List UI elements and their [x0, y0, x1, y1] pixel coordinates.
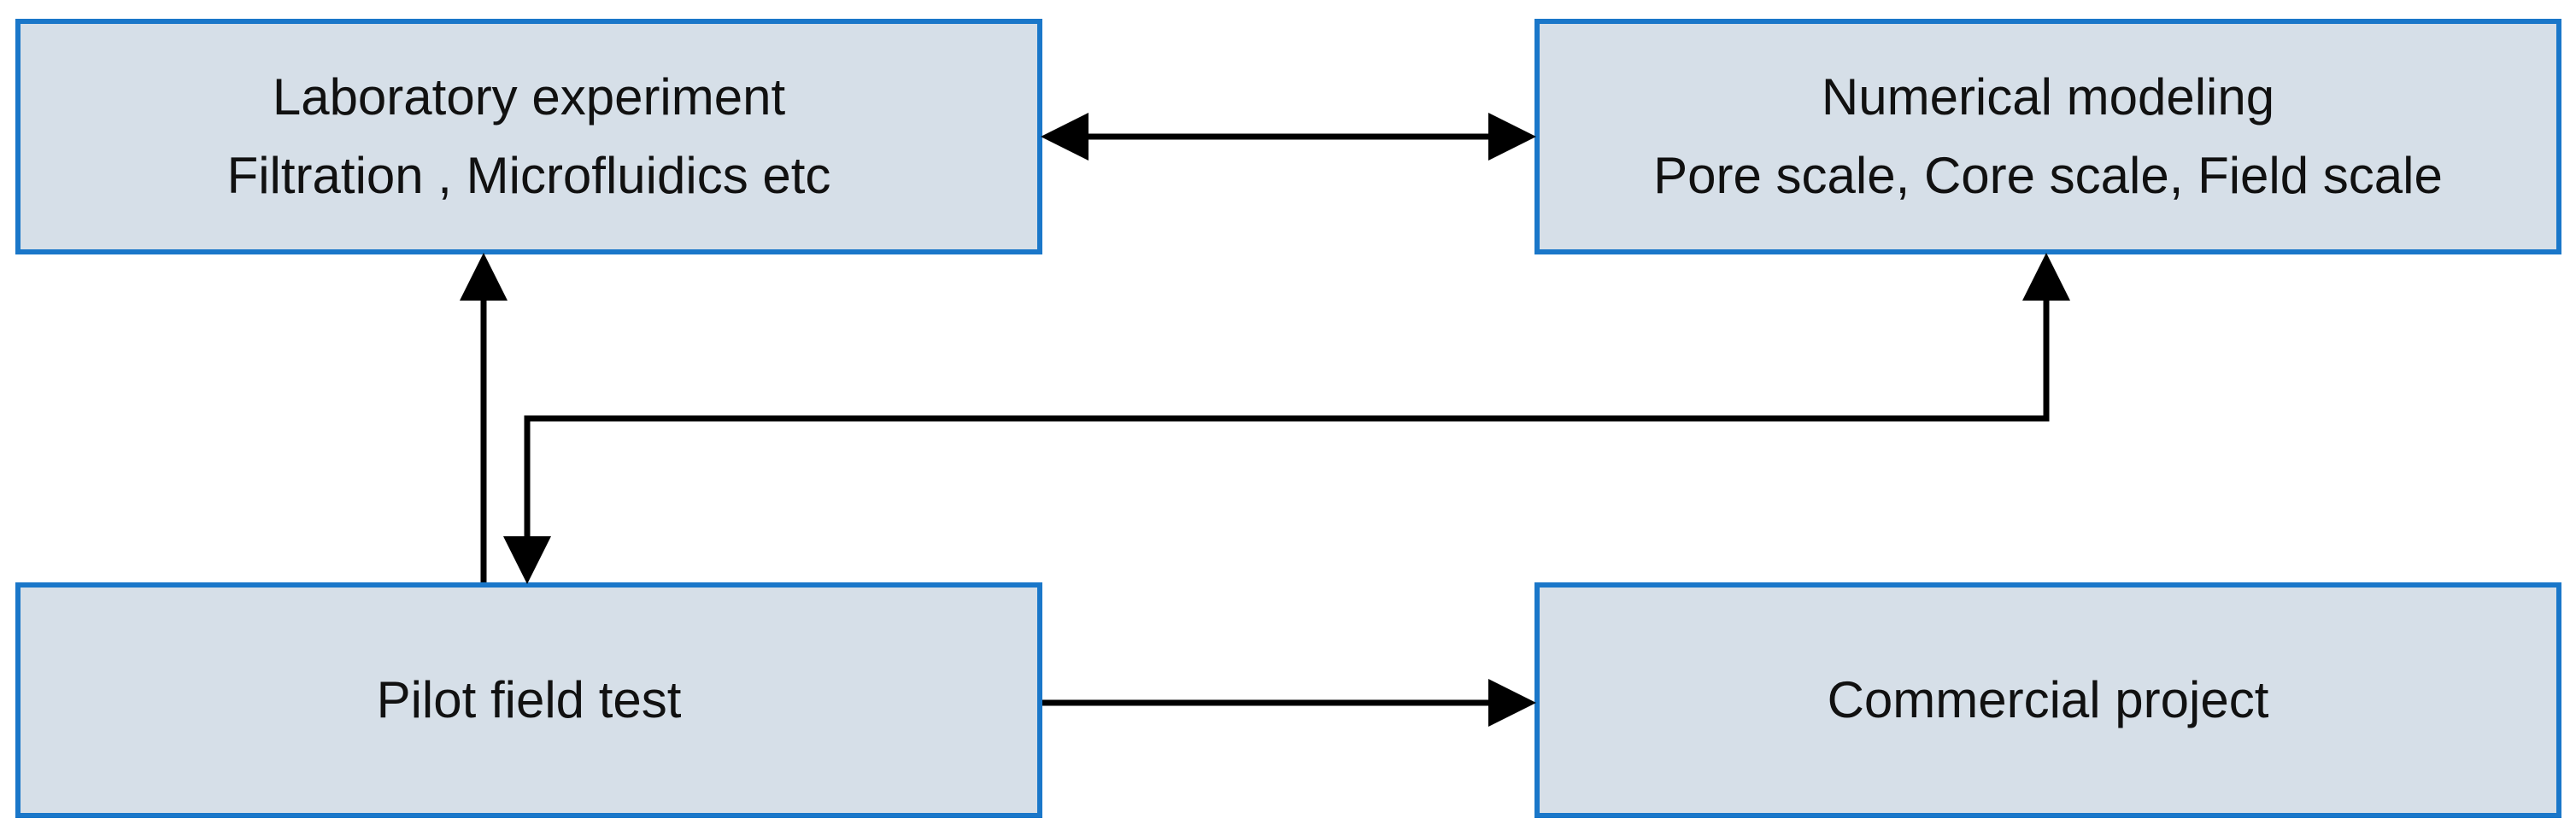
numerical-modeling-box: Numerical modeling Pore scale, Core scal…	[1534, 19, 2561, 254]
numerical-modeling-subtitle: Pore scale, Core scale, Field scale	[1653, 147, 2443, 204]
laboratory-experiment-box: Laboratory experiment Filtration , Micro…	[15, 19, 1042, 254]
commercial-project-box: Commercial project	[1534, 582, 2561, 818]
pilot-field-test-box: Pilot field test	[15, 582, 1042, 818]
numerical-modeling-title: Numerical modeling	[1821, 68, 2275, 126]
numerical-pilot-elbow-arrow	[503, 253, 2070, 584]
laboratory-experiment-subtitle: Filtration , Microfluidics etc	[226, 147, 831, 204]
pilot-field-test-label: Pilot field test	[376, 671, 682, 728]
commercial-project-label: Commercial project	[1827, 671, 2269, 728]
laboratory-experiment-title: Laboratory experiment	[272, 68, 786, 126]
